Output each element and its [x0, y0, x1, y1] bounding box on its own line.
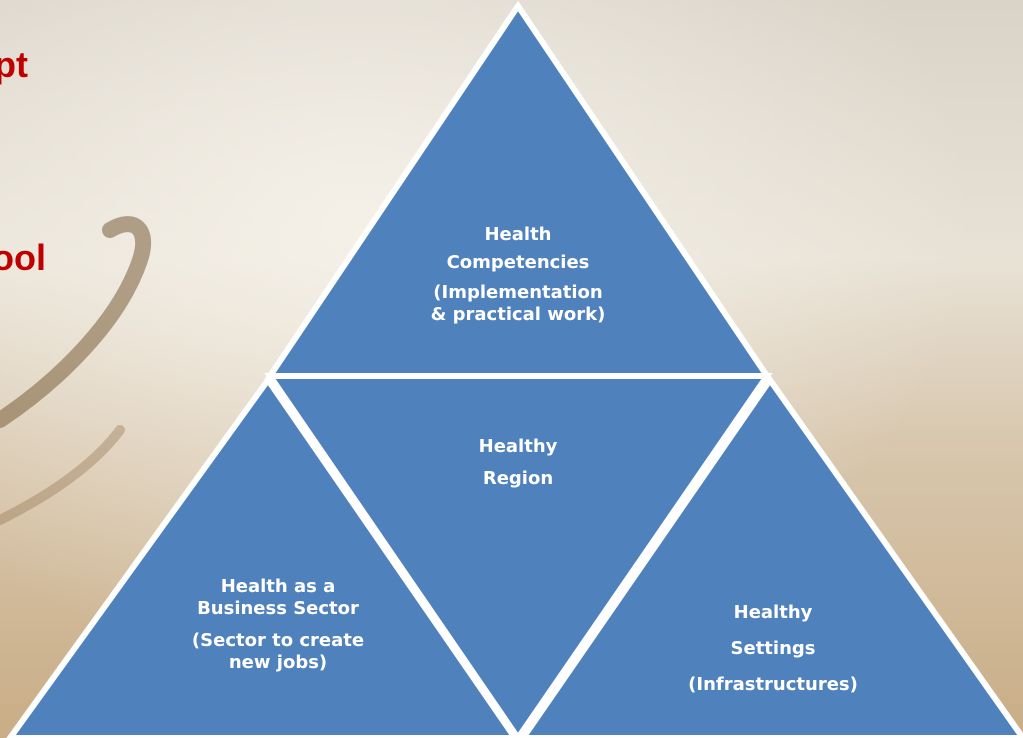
- bl-subtitle-line1: (Sector to create: [191, 630, 365, 651]
- bl-title-line2: Business Sector: [197, 598, 359, 619]
- br-line2: Settings: [730, 638, 816, 659]
- bl-subtitle-line2: new jobs): [228, 652, 328, 673]
- top-title-line2: Competencies: [446, 252, 590, 273]
- top-subtitle-line2: & practical work): [430, 304, 606, 325]
- center-line2: Region: [482, 468, 554, 489]
- bl-title-line1: Health as a: [220, 576, 336, 597]
- center-line1: Healthy: [478, 436, 558, 457]
- br-line1: Healthy: [733, 602, 813, 623]
- top-subtitle-line1: (Implementation: [433, 282, 603, 303]
- triangle-bottom-left-business-sector: [6, 374, 519, 738]
- label-healthy-settings: Healthy Settings (Infrastructures): [668, 602, 878, 696]
- triangle-bottom-right-healthy-settings: [519, 374, 1023, 738]
- triangle-center-healthy-region: [264, 373, 773, 738]
- title-fragment-line1: pt: [0, 44, 28, 85]
- label-business-sector: Health as a Business Sector (Sector to c…: [168, 576, 388, 674]
- label-health-competencies: Health Competencies (Implementation & pr…: [418, 224, 618, 326]
- br-line3: (Infrastructures): [688, 674, 858, 695]
- label-healthy-region: Healthy Region: [438, 436, 598, 490]
- title-fragment-line2: ool: [0, 237, 46, 278]
- top-title-line1: Health: [484, 224, 552, 245]
